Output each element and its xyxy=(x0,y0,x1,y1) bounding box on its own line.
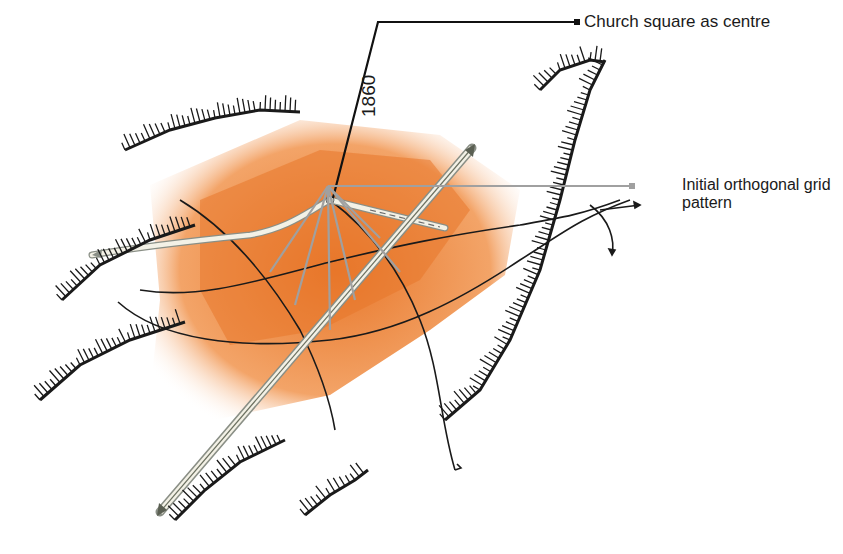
ridge-hatching xyxy=(300,463,364,515)
settled-core xyxy=(200,150,470,345)
leader-lines xyxy=(270,19,635,330)
ridge-line xyxy=(40,322,185,400)
ridge-hatching xyxy=(56,217,190,301)
ridge-hatching xyxy=(168,435,280,520)
ridge-hatching xyxy=(533,46,601,90)
settled-area xyxy=(150,120,520,420)
ridge-hatching xyxy=(122,95,296,150)
callout-label: Initial orthogonal grid pattern xyxy=(682,176,838,213)
ridge-line xyxy=(125,110,300,150)
ridge-line xyxy=(62,225,195,300)
ridge-hatching xyxy=(34,309,180,400)
ridge-hatching xyxy=(439,58,602,420)
year-label: 1860 xyxy=(358,75,380,117)
callout-label: Church square as centre xyxy=(584,12,839,32)
ridge-line xyxy=(175,440,285,520)
mountain-ridges xyxy=(34,46,605,520)
